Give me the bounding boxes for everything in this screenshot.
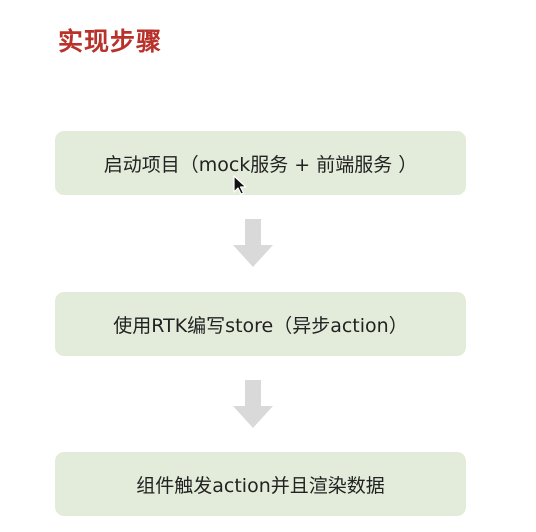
step-box-write-store: 使用RTK编写store（异步action）: [55, 292, 466, 356]
down-arrow-icon: [233, 380, 273, 428]
mouse-pointer-icon: [233, 175, 247, 195]
step-label: 组件触发action并且渲染数据: [136, 474, 385, 497]
step-box-start-project: 启动项目（mock服务 + 前端服务 ）: [55, 131, 466, 195]
step-box-render-data: 组件触发action并且渲染数据: [55, 452, 466, 516]
step-label: 使用RTK编写store（异步action）: [113, 314, 408, 337]
page-title: 实现步骤: [58, 27, 163, 56]
down-arrow-icon: [233, 219, 273, 267]
step-label: 启动项目（mock服务 + 前端服务 ）: [103, 153, 418, 176]
